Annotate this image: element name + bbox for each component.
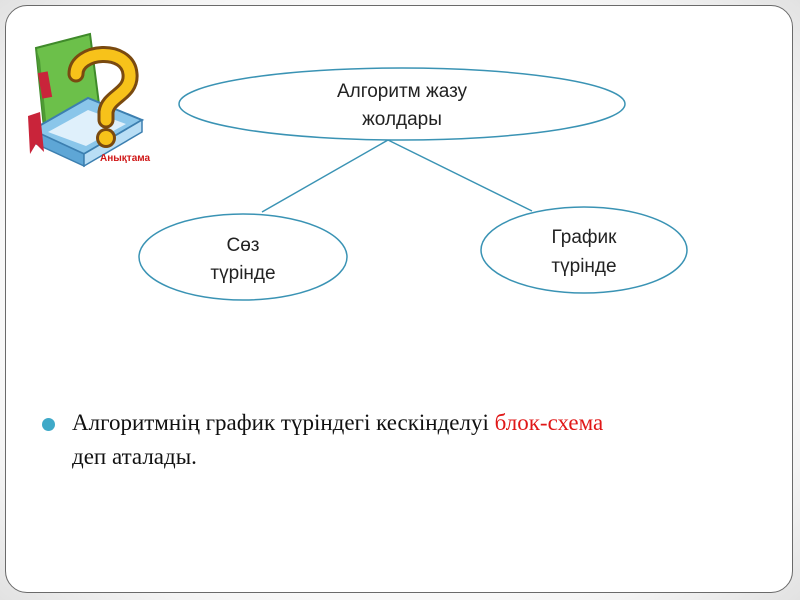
bullet-dot: [42, 418, 55, 431]
logo-label: Анықтама: [100, 153, 151, 164]
right-node: График түрінде: [480, 206, 688, 294]
connector-root-right: [387, 139, 533, 212]
root-node-line1: Алгоритм жазу: [337, 81, 468, 102]
book-question-icon: Анықтама: [18, 20, 168, 170]
connector-root-left: [261, 139, 389, 213]
root-node-line2: жолдары: [362, 109, 442, 130]
left-node-line1: Сөз: [227, 235, 260, 256]
bullet-text-main: Алгоритмнің график түріндегі кескінделуі: [72, 410, 495, 435]
root-node: Алгоритм жазу жолдары: [178, 67, 626, 141]
bullet-highlight: блок-схема: [494, 410, 604, 435]
bullet-text: Алгоритмнің график түріндегі кескінделуі…: [72, 406, 772, 474]
right-node-line1: График: [552, 227, 618, 248]
left-node: Сөз түрінде: [138, 213, 348, 301]
bullet-text-end: деп аталады.: [72, 444, 197, 469]
right-node-line2: түрінде: [551, 256, 616, 277]
left-node-line2: түрінде: [210, 263, 275, 284]
